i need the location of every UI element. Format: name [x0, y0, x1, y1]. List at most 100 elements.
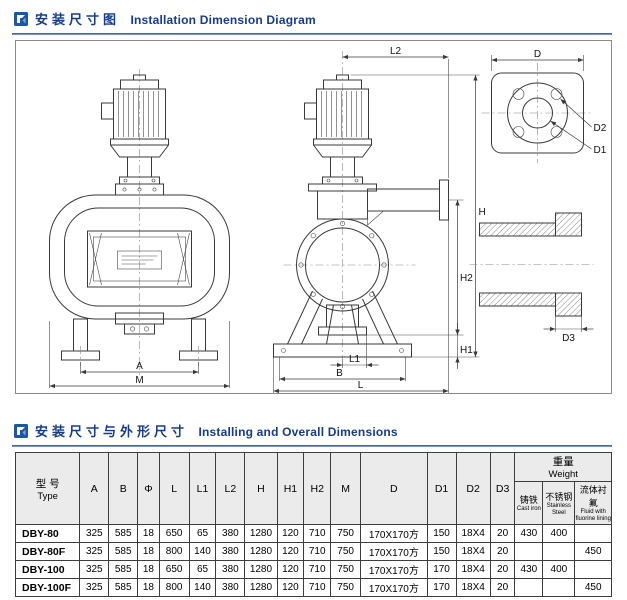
table-cell: 120	[276, 542, 305, 561]
dimensions-table: 型 号 Type A B Φ L L1 L2 H H1 H2 M D D1 D2…	[14, 452, 612, 597]
installation-diagram-box: A M	[15, 40, 612, 394]
table-cell: 120	[276, 560, 305, 579]
col-header-type-en: Type	[37, 490, 58, 502]
col-header-stainless-zh: 不锈钢	[545, 491, 573, 502]
col-header-l: L	[158, 452, 190, 525]
section-title-en: Installation Dimension Diagram	[130, 13, 316, 27]
table-row: DBY-80 325 585 18 650 65 380 1280 120 71…	[14, 524, 612, 543]
col-header-phi: Φ	[137, 452, 160, 525]
table-cell: 140	[188, 542, 217, 561]
row-type: DBY-80F	[14, 542, 81, 561]
table-row: DBY-100F 325 585 18 800 140 380 1280 120…	[14, 578, 612, 597]
table-cell	[574, 560, 612, 579]
table-cell: 380	[215, 524, 246, 543]
table-cell: 18	[137, 560, 160, 579]
table-cell: 150	[426, 542, 457, 561]
table-cell: 65	[188, 524, 217, 543]
table-cell: 710	[303, 542, 332, 561]
section-title-zh: 安装尺寸与外形尺寸	[35, 424, 189, 439]
dim-label-h2: H2	[460, 273, 473, 284]
col-header-l1: L1	[188, 452, 217, 525]
col-header-l2: L2	[215, 452, 246, 525]
dim-label-d2: D2	[594, 123, 607, 134]
table-cell	[514, 578, 544, 597]
col-header-m: M	[330, 452, 362, 525]
col-header-d3: D3	[489, 452, 516, 525]
table-cell: 800	[158, 542, 190, 561]
col-header-weight-zh: 重量	[552, 456, 574, 468]
table-cell: 140	[188, 578, 217, 597]
dim-label-a: A	[136, 361, 143, 372]
table-cell: 325	[79, 578, 110, 597]
table-cell: 650	[158, 560, 190, 579]
col-header-fluorine-en: Fluid with fluorine lining	[575, 509, 611, 522]
table-cell: 18	[137, 578, 160, 597]
table-cell: 380	[215, 542, 246, 561]
row-type: DBY-100	[14, 560, 81, 579]
flange-top-view: D D2 D1	[481, 49, 607, 163]
col-header-d2: D2	[455, 452, 491, 525]
section-rule	[12, 33, 612, 35]
table-cell	[542, 542, 576, 561]
table-cell: 18X4	[455, 560, 491, 579]
table-cell: 710	[303, 524, 332, 543]
table-cell: 120	[276, 524, 305, 543]
dim-label-l1: L1	[349, 354, 361, 365]
table-cell: 18X4	[455, 542, 491, 561]
table-cell: 380	[215, 560, 246, 579]
brand-icon	[14, 424, 28, 438]
col-header-stainless: 不锈钢 Stainless Steel	[542, 481, 576, 525]
col-header-d: D	[360, 452, 428, 525]
front-view: A M	[49, 69, 230, 389]
table-cell: 800	[158, 578, 190, 597]
table-cell: 650	[158, 524, 190, 543]
table-cell: 150	[426, 524, 457, 543]
col-header-fluorine-zh: 流体衬氟	[579, 485, 607, 508]
table-cell: 710	[303, 578, 332, 597]
table-cell: 1280	[244, 524, 278, 543]
table-cell: 585	[108, 542, 139, 561]
table-cell: 1280	[244, 578, 278, 597]
section-title-en: Installing and Overall Dimensions	[198, 425, 398, 439]
col-header-weight-en: Weight	[548, 469, 578, 480]
row-type: DBY-80	[14, 524, 81, 543]
table-cell: 325	[79, 560, 110, 579]
dim-label-l: L	[358, 380, 364, 391]
section-header-dimensions-table: 安装尺寸与外形尺寸 Installing and Overall Dimensi…	[12, 418, 612, 444]
table-cell: 18X4	[455, 524, 491, 543]
table-cell: 65	[188, 560, 217, 579]
table-cell	[514, 542, 544, 561]
section-rule	[12, 445, 612, 447]
col-header-cast-iron-en: Cast iron	[516, 506, 541, 512]
table-cell: 18	[137, 524, 160, 543]
col-header-cast-iron-zh: 铸铁	[519, 495, 538, 505]
table-cell: 750	[330, 578, 362, 597]
col-header-fluorine: 流体衬氟 Fluid with fluorine lining	[574, 481, 612, 525]
dim-label-h: H	[479, 207, 486, 218]
col-header-weight: 重量 Weight	[514, 452, 612, 482]
table-cell: 585	[108, 578, 139, 597]
section-title-zh: 安装尺寸图	[35, 12, 121, 27]
table-cell: 170X170方	[360, 560, 428, 579]
section-header-installation-diagram: 安装尺寸图 Installation Dimension Diagram	[12, 6, 612, 32]
table-cell: 170	[426, 578, 457, 597]
dim-label-b: B	[336, 368, 343, 379]
col-header-b: B	[108, 452, 139, 525]
table-cell: 170X170方	[360, 578, 428, 597]
table-cell: 450	[574, 578, 612, 597]
col-header-d1: D1	[426, 452, 457, 525]
side-view: L2 H H2 H1 L1	[273, 46, 486, 394]
table-cell: 380	[215, 578, 246, 597]
table-cell: 20	[489, 524, 516, 543]
section-title: 安装尺寸图 Installation Dimension Diagram	[35, 9, 316, 29]
table-cell: 170X170方	[360, 542, 428, 561]
table-cell: 20	[489, 560, 516, 579]
col-header-cast-iron: 铸铁 Cast iron	[514, 481, 544, 525]
table-cell: 1280	[244, 560, 278, 579]
table-cell: 400	[542, 560, 576, 579]
col-header-type: 型 号 Type	[14, 452, 81, 525]
table-cell: 120	[276, 578, 305, 597]
table-cell: 585	[108, 524, 139, 543]
table-row: DBY-100 325 585 18 650 65 380 1280 120 7…	[14, 560, 612, 579]
